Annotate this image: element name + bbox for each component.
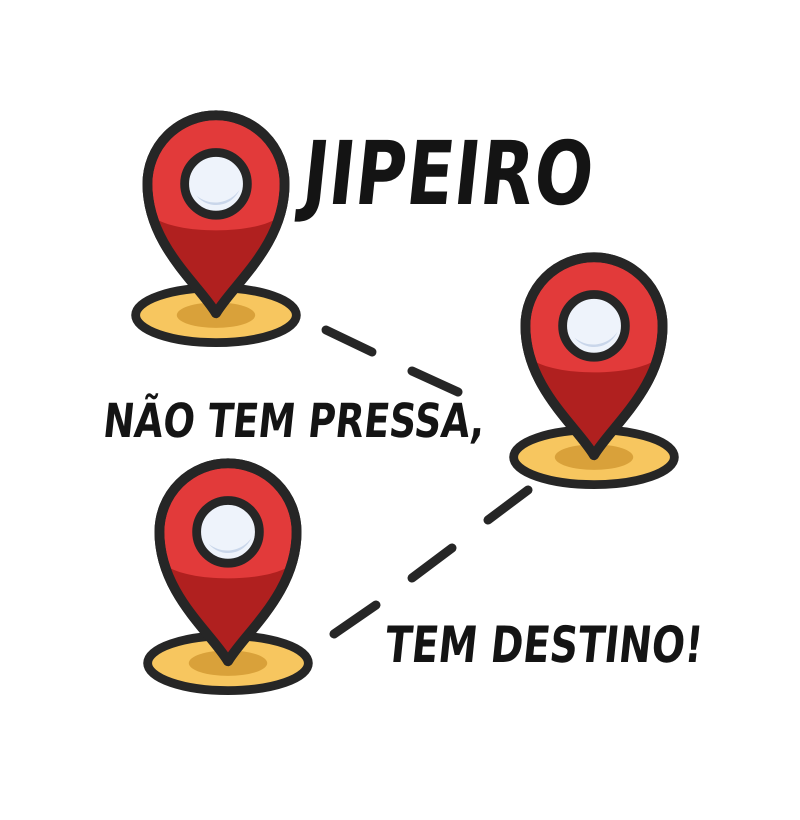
map-pin-icon <box>136 115 297 342</box>
tagline-line-2: TEM DESTINO! <box>382 616 706 674</box>
dashed-route-line <box>321 325 533 639</box>
tagline-line-1: NÃO TEM PRESSA, <box>100 394 488 449</box>
logo-title: JIPEIRO <box>298 122 600 225</box>
map-pin-icon <box>514 257 675 484</box>
map-pin-icon <box>148 463 309 690</box>
